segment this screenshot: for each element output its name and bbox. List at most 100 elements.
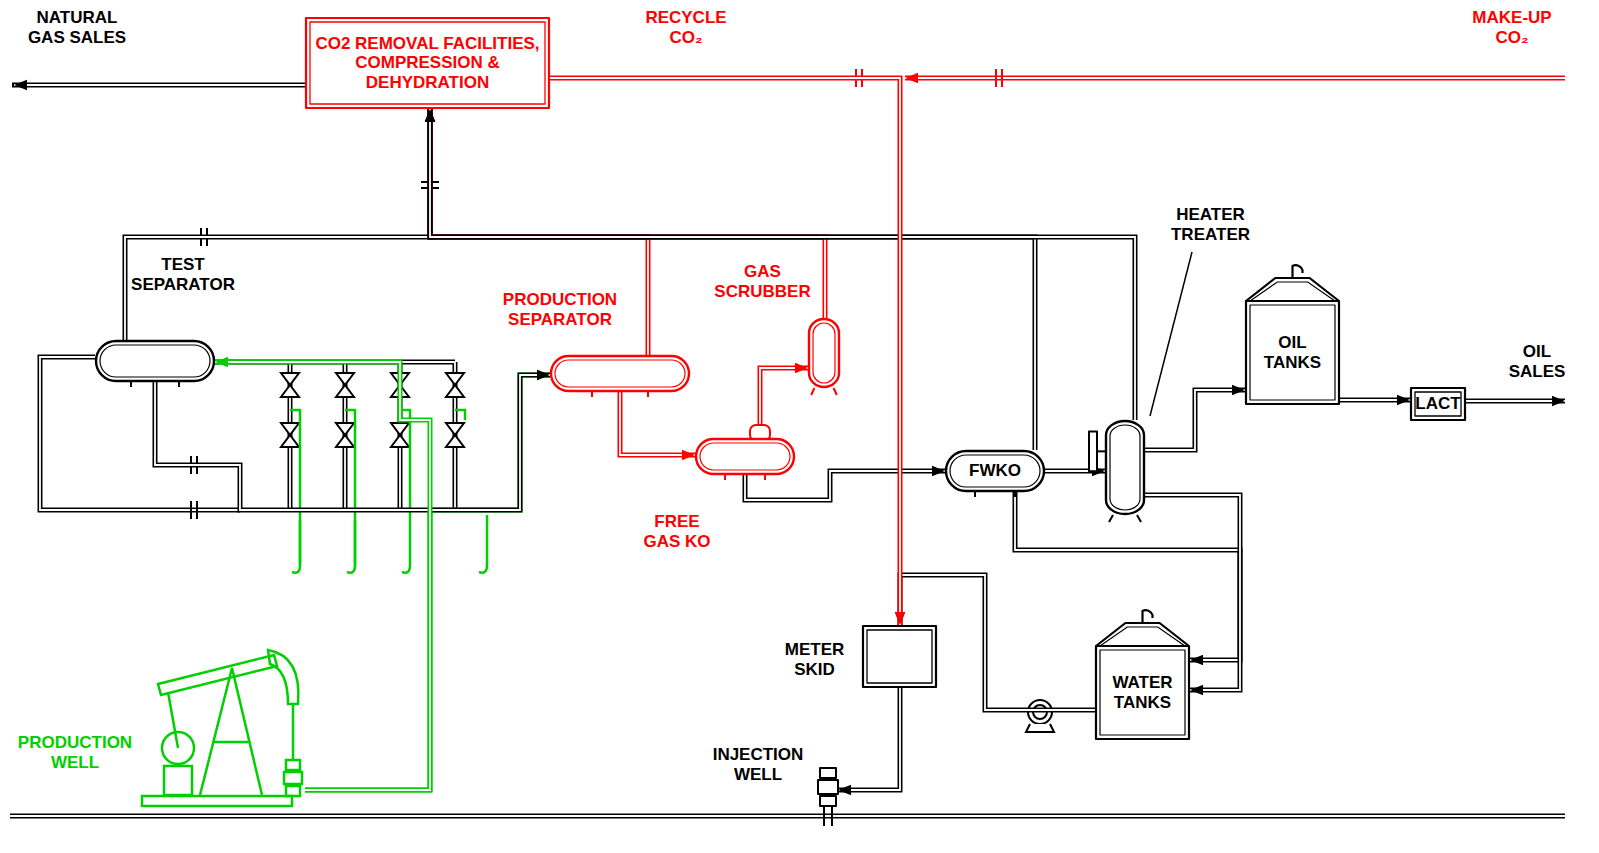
text-holder: CO2 REMOVAL FACILITIES, COMPRESSION & DE… [305, 17, 550, 109]
pipe-connector [430, 109, 648, 355]
meter-skid: METER SKID [862, 625, 937, 688]
pumpjack [200, 668, 262, 795]
makeup-co2-pipe [905, 77, 1565, 79]
oil-sales-pipe [1466, 399, 1565, 404]
outline-stroke [1089, 431, 1097, 471]
pipe-wall [745, 471, 945, 500]
outline-stroke [1411, 388, 1465, 420]
equipment-label: OIL TANKS [1254, 333, 1331, 372]
flowline-stub [290, 410, 300, 573]
pumpjack [164, 692, 192, 795]
pipe-bore [1145, 495, 1240, 690]
label-holder: TEST SEPARATOR [118, 255, 248, 294]
storage-tank: WATER TANKS [1095, 645, 1190, 740]
outline-stroke [1143, 610, 1153, 623]
text-holder: WATER TANKS [1095, 645, 1190, 740]
pipe-bore [155, 375, 550, 510]
test-bypass-pipe [40, 357, 240, 510]
equipment-outline [808, 318, 840, 388]
outline-stroke [818, 780, 838, 794]
water-pump [1026, 700, 1054, 732]
pipe-bore [215, 362, 430, 790]
pipe-wall [125, 109, 430, 340]
outline-stroke [310, 22, 545, 104]
outline-stroke [1415, 392, 1461, 416]
pipe-bore [838, 688, 900, 790]
pipe-connector [1045, 471, 1105, 472]
equipment-outline [695, 438, 795, 475]
pipe-bore [760, 368, 808, 438]
gas-sales-pipe [12, 83, 305, 88]
stream-label: OIL SALES [1498, 342, 1576, 381]
outline-stroke [555, 360, 685, 387]
outline-stroke [867, 630, 932, 683]
pipe-connector [1145, 495, 1240, 690]
pipe-bore [620, 392, 695, 455]
pipe-bore [125, 109, 430, 340]
label-holder: METER SKID [772, 640, 857, 679]
label-holder: INJECTION WELL [702, 745, 814, 784]
equipment-label: METER SKID [772, 640, 857, 679]
text-holder: OIL TANKS [1245, 300, 1340, 405]
test-bypass-pipe [40, 357, 240, 510]
pipe-wall [1145, 495, 1240, 690]
outline-stroke [306, 18, 549, 108]
stream-label: RECYCLE CO₂ [636, 8, 736, 47]
manifold-valve [281, 423, 299, 447]
equipment-outline [140, 650, 305, 810]
pipe-connector [620, 392, 695, 455]
outline-stroke [1250, 282, 1335, 301]
water-pump [1026, 724, 1054, 732]
pipe-wall [550, 78, 900, 625]
gas-sales-pipe [12, 85, 305, 86]
equipment-label: HEATER TREATER [1158, 205, 1263, 244]
pumpjack [292, 704, 295, 760]
outline-stroke [1250, 305, 1335, 400]
outline-stroke [975, 492, 1015, 497]
equipment-label: CO2 REMOVAL FACILITIES, COMPRESSION & DE… [314, 34, 541, 93]
pumpjack [158, 655, 277, 695]
outline-stroke [820, 768, 836, 778]
pumpjack [142, 650, 302, 806]
label-holder: HEATER TREATER [1158, 205, 1263, 244]
ground-line [10, 816, 1565, 817]
outline-stroke [696, 439, 794, 474]
pipe-wall [1145, 390, 1245, 450]
outline-stroke [131, 382, 179, 387]
manifold-valve [446, 423, 464, 447]
outline-stroke [750, 425, 770, 441]
pipe-flange [191, 182, 439, 519]
pipe-connector [760, 368, 808, 438]
outline-stroke [809, 319, 839, 387]
pipe-bore [1015, 492, 1240, 660]
pipe-flange [191, 501, 197, 519]
pipe-bore [550, 78, 900, 625]
pipe-wall [430, 109, 825, 318]
manifold-valve [336, 423, 354, 447]
equipment-outline [550, 355, 690, 392]
label-holder: GAS SCRUBBER [710, 262, 815, 301]
separator-vessel: TEST SEPARATOR [95, 340, 215, 382]
production-well: PRODUCTION WELL [140, 650, 305, 810]
label-holder: PRODUCTION SEPARATOR [490, 290, 630, 329]
stream-label: MAKE-UP CO₂ [1460, 8, 1564, 47]
label-holder: PRODUCTION WELL [10, 733, 140, 772]
outline-stroke [820, 796, 836, 806]
pipe-connector [1015, 492, 1240, 660]
pipe-wall [1045, 469, 1105, 474]
pipe-connector [550, 78, 900, 625]
pipe-wall [1015, 492, 1240, 660]
outline-stroke [824, 806, 832, 826]
injection-well: INJECTION WELL [818, 768, 838, 812]
pipe-wall [155, 375, 550, 510]
pipe-bore [900, 575, 1095, 710]
manifold-valve [281, 373, 464, 447]
pipe-connector [1340, 400, 1410, 401]
pipe-bore [430, 109, 648, 355]
equipment-label: INJECTION WELL [702, 745, 814, 784]
manifold-pipe [215, 362, 455, 510]
stream-label: NATURAL GAS SALES [22, 8, 132, 47]
outline-stroke [592, 392, 648, 397]
manifold-valve [336, 373, 354, 397]
